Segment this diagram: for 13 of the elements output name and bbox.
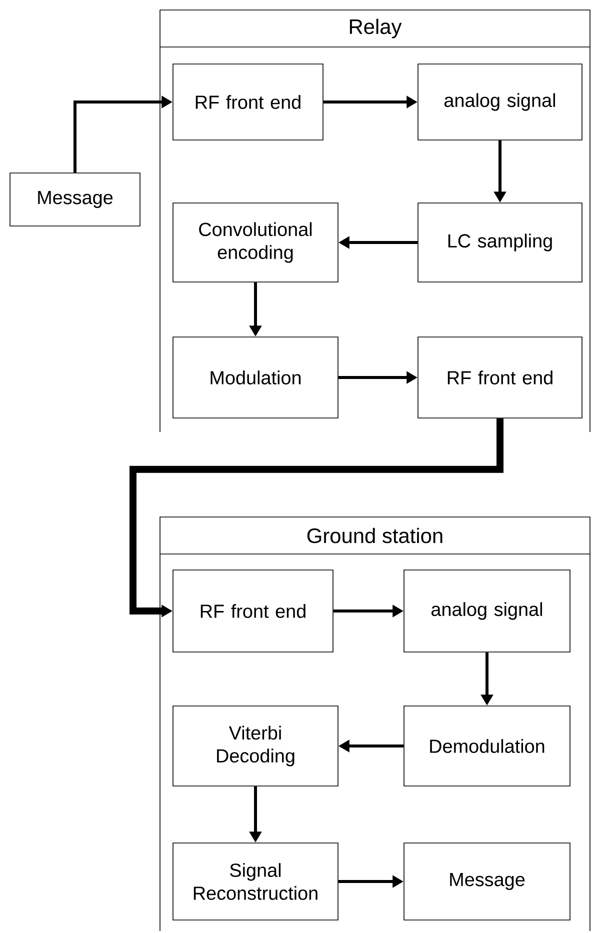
process-box: analog signal: [404, 570, 570, 652]
process-box: Viterbi Decoding: [172, 706, 338, 786]
process-box: analog signal: [418, 64, 582, 140]
process-box: RF front end: [172, 64, 324, 140]
process-box: RF front end: [418, 336, 582, 418]
process-box: Convolutional encoding: [172, 202, 338, 282]
process-box: Message: [404, 842, 570, 920]
process-box: Demodulation: [404, 706, 570, 786]
process-box: Message: [10, 172, 140, 226]
process-box: Modulation: [172, 336, 338, 418]
process-box: LC sampling: [418, 202, 582, 282]
process-box: Signal Reconstruction: [172, 842, 338, 920]
process-box: RF front end: [172, 570, 334, 652]
